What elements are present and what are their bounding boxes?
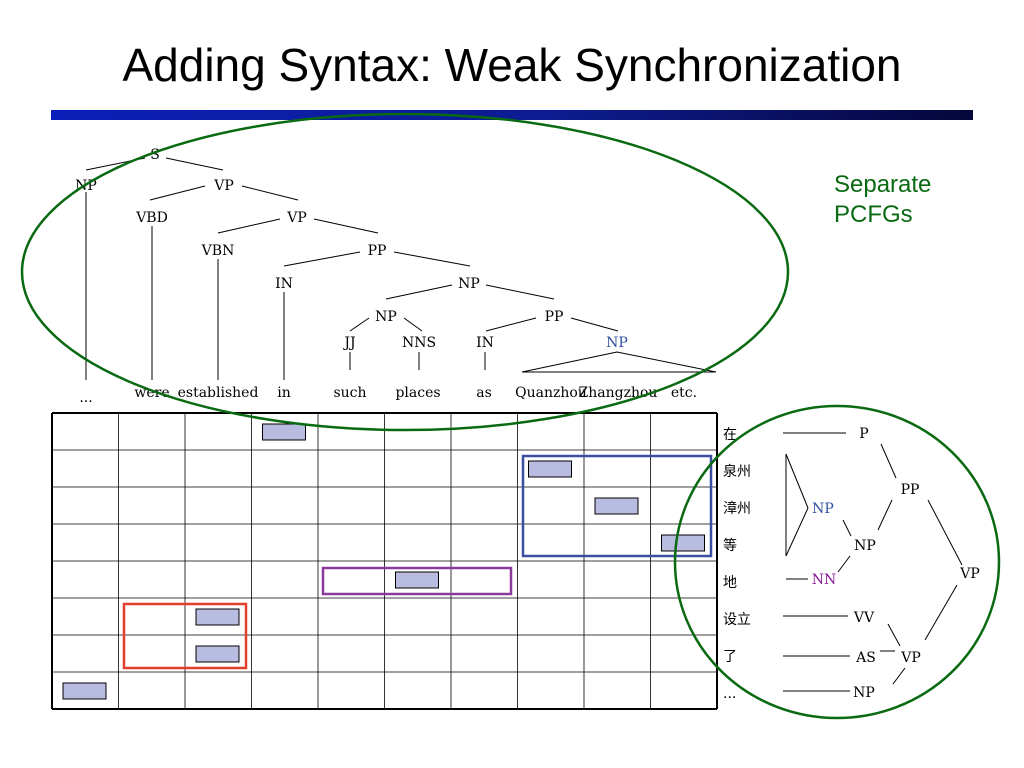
alignment-highlight-boxes: [122, 454, 713, 670]
node-in-2: IN: [476, 335, 494, 351]
alignment-cell: [395, 571, 439, 589]
english-word: Quanzhou: [515, 385, 587, 401]
english-parse-tree: S NP VP VBD VP VBN PP IN NP NP PP JJ NNS…: [75, 147, 717, 406]
chinese-word: 在: [723, 427, 737, 443]
caption-line-1: Separate: [834, 171, 932, 198]
node-nns: NNS: [402, 335, 436, 351]
english-word: were: [134, 385, 169, 401]
blue-alignment-box: [521, 454, 713, 558]
chinese-word: ...: [723, 686, 736, 702]
chinese-tree-edges: [783, 432, 963, 692]
zh-node-as: AS: [855, 650, 876, 666]
english-word: established: [178, 385, 259, 401]
chinese-words: 在泉州漳州等地设立了...: [723, 427, 751, 702]
zh-node-np-mid: NP: [854, 538, 876, 554]
english-word: as: [476, 385, 492, 401]
title-underline: [51, 110, 973, 120]
slide-title: Adding Syntax: Weak Synchronization: [122, 39, 902, 91]
alignment-cells: [62, 423, 705, 700]
node-np-3: NP: [606, 335, 628, 351]
node-vbd: VBD: [135, 210, 168, 226]
english-word: etc.: [671, 385, 697, 401]
english-word: in: [277, 385, 291, 401]
separate-pcfgs-caption: Separate PCFGs: [834, 170, 931, 230]
node-in-1: IN: [275, 276, 293, 292]
node-np-1: NP: [458, 276, 480, 292]
chinese-word: 等: [723, 537, 737, 554]
zh-node-vp-top: VP: [959, 566, 980, 582]
red-alignment-box: [122, 602, 248, 670]
zh-node-np-obj: NP: [853, 685, 875, 701]
alignment-cell: [195, 608, 240, 626]
node-pp-1: PP: [368, 243, 387, 259]
zh-node-vp-low: VP: [900, 650, 921, 666]
alignment-cell: [195, 645, 240, 663]
zh-node-p: P: [859, 426, 868, 442]
node-np-2: NP: [375, 309, 397, 325]
chinese-word: 地: [723, 575, 737, 591]
node-vbn: VBN: [201, 243, 235, 259]
english-word: places: [395, 385, 440, 401]
chinese-word: 漳州: [723, 500, 751, 517]
english-word: ...: [79, 390, 92, 406]
zh-node-nn: NN: [812, 572, 837, 588]
alignment-cell: [661, 534, 705, 552]
alignment-grid: [51, 412, 718, 710]
chinese-word: 了: [723, 649, 737, 665]
zh-node-np-inner: NP: [812, 501, 834, 517]
english-words: ... were established in such places as Quanzhou…: [79, 385, 697, 406]
zh-node-vv: VV: [853, 610, 875, 626]
english-word: Zhangzhou: [579, 385, 658, 401]
chinese-pcfg-ellipse: [673, 404, 1001, 720]
node-jj: JJ: [342, 335, 355, 351]
alignment-cell: [262, 423, 306, 441]
english-tree-edges: [85, 157, 717, 380]
alignment-cell: [528, 460, 572, 478]
node-vp-1: VP: [213, 178, 234, 194]
node-vp-2: VP: [286, 210, 307, 226]
node-s: S: [150, 147, 160, 163]
caption-line-2: PCFGs: [834, 201, 913, 228]
alignment-cell: [594, 497, 639, 515]
alignment-cell: [62, 682, 107, 700]
english-word: such: [333, 385, 366, 401]
chinese-word: 设立: [723, 612, 751, 628]
chinese-word: 泉州: [723, 463, 751, 480]
zh-node-pp: PP: [901, 482, 920, 498]
node-pp-2: PP: [545, 309, 564, 325]
english-pcfg-ellipse: [20, 112, 790, 432]
purple-alignment-box: [321, 566, 513, 596]
